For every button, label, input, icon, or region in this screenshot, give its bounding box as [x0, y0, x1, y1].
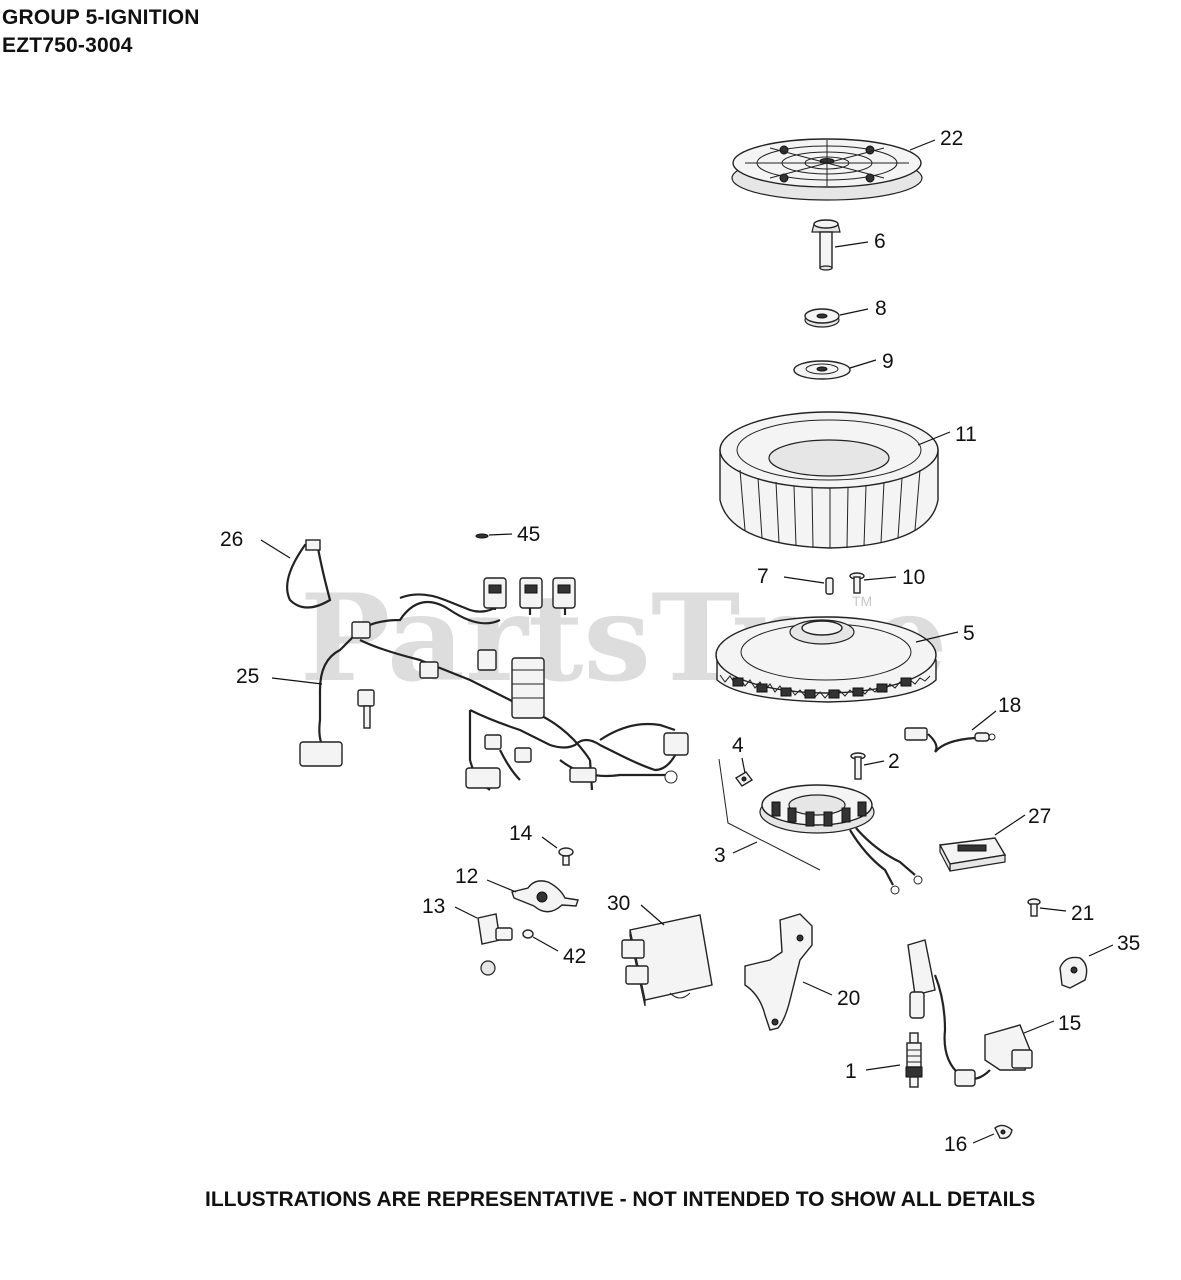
part-7-key[interactable] — [825, 577, 834, 595]
leader-15 — [1023, 1020, 1055, 1034]
disclaimer-note: ILLUSTRATIONS ARE REPRESENTATIVE - NOT I… — [205, 1188, 1036, 1211]
leader-26 — [260, 539, 291, 559]
callout-18[interactable]: 18 — [998, 694, 1021, 717]
callout-4[interactable]: 4 — [732, 734, 744, 757]
leader-3 — [732, 841, 758, 854]
leader-1 — [865, 1064, 901, 1071]
part-16-clip[interactable] — [994, 1124, 1013, 1140]
part-8-washer[interactable] — [804, 308, 840, 328]
part-20-mounting-bracket[interactable] — [744, 913, 813, 1031]
callout-7[interactable]: 7 — [757, 565, 769, 588]
leader-10 — [863, 576, 897, 581]
callout-25[interactable]: 25 — [236, 665, 259, 688]
part-35-clip[interactable] — [1059, 956, 1088, 989]
watermark-trademark: TM — [852, 593, 872, 609]
part-21-screw[interactable] — [1027, 898, 1041, 917]
part-1-spark-plug[interactable] — [905, 1032, 923, 1088]
part-12-sensor-bracket[interactable] — [511, 880, 579, 913]
callout-9[interactable]: 9 — [882, 350, 894, 373]
callout-8[interactable]: 8 — [875, 297, 887, 320]
model-number: EZT750-3004 — [2, 34, 133, 57]
part-13-speed-sensor[interactable] — [477, 913, 513, 976]
callout-42[interactable]: 42 — [563, 945, 586, 968]
callout-5[interactable]: 5 — [963, 622, 975, 645]
leader-16 — [972, 1133, 995, 1144]
callout-30[interactable]: 30 — [607, 892, 630, 915]
callout-16[interactable]: 16 — [944, 1133, 967, 1156]
part-45-o-ring[interactable] — [475, 533, 489, 539]
leader-13 — [454, 906, 478, 919]
leader-12 — [486, 879, 517, 893]
part-42-o-ring[interactable] — [522, 929, 534, 939]
part-30-ecu[interactable] — [621, 914, 713, 1007]
leader-20 — [802, 981, 833, 996]
callout-11[interactable]: 11 — [955, 423, 977, 446]
leader-11 — [917, 431, 951, 446]
callout-26[interactable]: 26 — [220, 528, 243, 551]
callout-15[interactable]: 15 — [1058, 1012, 1081, 1035]
leader-8 — [839, 308, 869, 316]
leader-5 — [915, 631, 959, 643]
part-27-rectifier[interactable] — [938, 837, 1007, 872]
callout-10[interactable]: 10 — [902, 566, 925, 589]
group-title: GROUP 5-IGNITION — [2, 6, 200, 29]
callout-1[interactable]: 1 — [845, 1060, 857, 1083]
leader-45 — [488, 533, 513, 536]
leader-27 — [994, 814, 1026, 836]
part-9-fan-washer[interactable] — [793, 360, 851, 380]
leader-22 — [909, 139, 936, 151]
part-10-screw[interactable] — [849, 572, 865, 594]
leader-7 — [783, 576, 825, 584]
callout-45[interactable]: 45 — [517, 523, 540, 546]
leader-18 — [971, 710, 997, 731]
leader-4 — [741, 757, 746, 774]
callout-6[interactable]: 6 — [874, 230, 886, 253]
callout-20[interactable]: 20 — [837, 987, 860, 1010]
callout-35[interactable]: 35 — [1117, 932, 1140, 955]
callout-2[interactable]: 2 — [888, 750, 900, 773]
callout-13[interactable]: 13 — [422, 895, 445, 918]
callout-3[interactable]: 3 — [714, 844, 726, 867]
leader-42 — [532, 936, 559, 952]
callout-12[interactable]: 12 — [455, 865, 478, 888]
callout-21[interactable]: 21 — [1071, 902, 1094, 925]
part-14-screw[interactable] — [558, 847, 574, 866]
leader-21 — [1039, 907, 1067, 912]
stator-bracket-line — [718, 758, 821, 871]
part-6-bolt[interactable] — [811, 219, 841, 271]
part-11-fan[interactable] — [719, 411, 939, 549]
leader-35 — [1088, 944, 1114, 957]
part-22-screen[interactable] — [731, 138, 923, 201]
leader-14 — [541, 836, 558, 849]
part-18-ground-wire[interactable] — [904, 727, 996, 753]
part-26-wire-loop[interactable] — [286, 539, 332, 609]
leader-25 — [271, 677, 323, 685]
leader-30 — [640, 904, 665, 926]
part-4-clip[interactable] — [734, 771, 754, 787]
callout-14[interactable]: 14 — [509, 822, 533, 845]
leader-6 — [834, 241, 869, 248]
part-2-screw[interactable] — [850, 752, 866, 780]
part-5-flywheel[interactable] — [715, 616, 937, 703]
part-25-wiring-harness[interactable] — [299, 577, 689, 791]
part-3-stator[interactable] — [759, 784, 923, 895]
leader-9 — [849, 359, 877, 369]
part-15-ignition-coil[interactable] — [907, 939, 1033, 1087]
callout-27[interactable]: 27 — [1028, 805, 1051, 828]
leader-2 — [863, 760, 885, 766]
callout-22[interactable]: 22 — [940, 127, 963, 150]
